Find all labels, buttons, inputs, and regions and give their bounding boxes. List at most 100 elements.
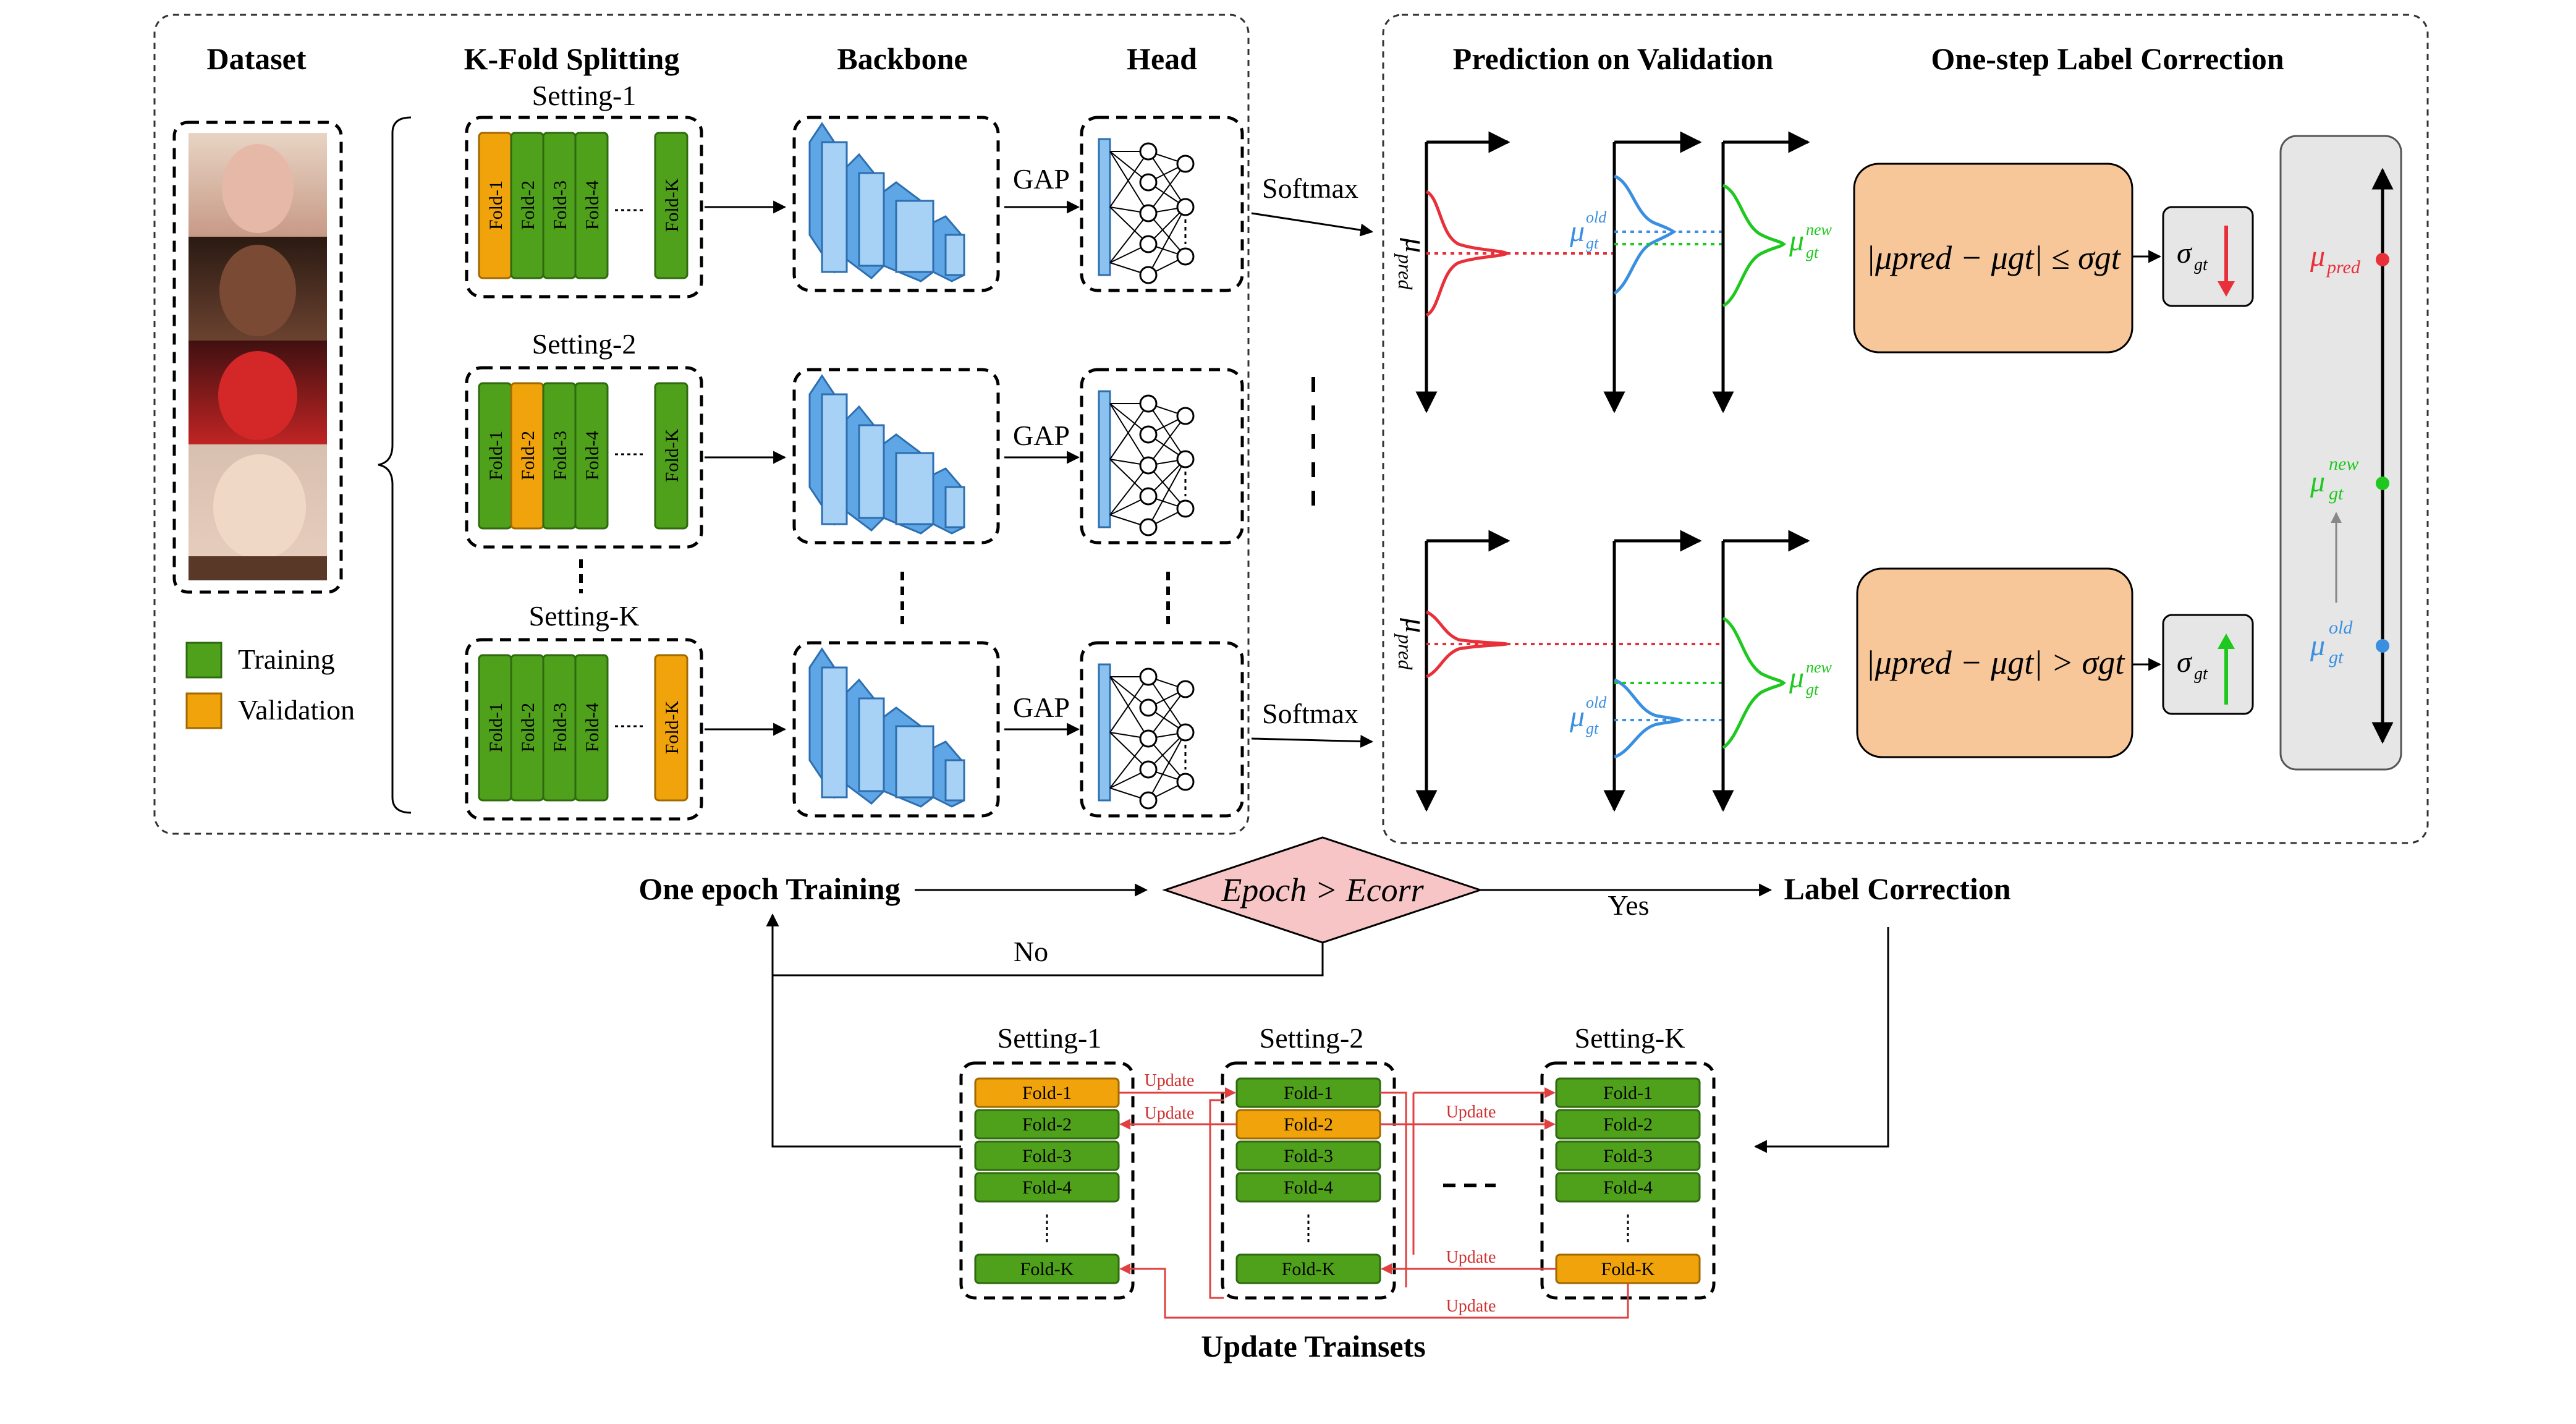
svg-text:μ: μ xyxy=(2310,240,2325,273)
setting-2-label: Setting-2 xyxy=(532,328,637,360)
gap-label-2: GAP xyxy=(1013,420,1070,451)
header-dataset: Dataset xyxy=(206,41,306,76)
setting-k-label: Setting-K xyxy=(529,600,640,632)
svg-text:gt: gt xyxy=(1586,234,1599,252)
svg-text:Fold-3: Fold-3 xyxy=(1603,1146,1653,1166)
svg-text:Fold-3: Fold-3 xyxy=(1022,1146,1072,1166)
head-box-2 xyxy=(1080,368,1244,545)
svg-text:Fold-K: Fold-K xyxy=(662,178,682,232)
dataset-images-box xyxy=(172,121,343,594)
svg-text:gt: gt xyxy=(2194,664,2208,684)
svg-text:Fold-3: Fold-3 xyxy=(550,180,570,230)
svg-text:Fold-4: Fold-4 xyxy=(1284,1177,1333,1198)
decision-text: Epoch > Ecorr xyxy=(1221,871,1424,909)
axis-label-mu-gt-old: μ old gt xyxy=(2310,617,2353,668)
mu-gt-old-label-top: μ old gt xyxy=(1569,208,1607,252)
condition-box-gt xyxy=(1856,567,2133,758)
label-axis-panel xyxy=(2279,135,2402,771)
svg-text:gt: gt xyxy=(1806,680,1819,698)
training-panel xyxy=(153,14,1250,835)
svg-text:Fold-2: Fold-2 xyxy=(1022,1114,1072,1135)
condition-box-le xyxy=(1853,163,2133,354)
update-trainsets-label: Update Trainsets xyxy=(1201,1329,1425,1363)
backbone-box-k xyxy=(792,641,1000,818)
svg-text:σ: σ xyxy=(2177,237,2193,269)
svg-text:Fold-K: Fold-K xyxy=(662,700,682,754)
condition-le-text: |μpred − μgt| ≤ σgt xyxy=(1866,239,2122,276)
gap-label-1: GAP xyxy=(1013,163,1070,195)
svg-text:Fold-2: Fold-2 xyxy=(1603,1114,1653,1135)
axis-label-mu-pred: μ pred xyxy=(2310,240,2361,278)
legend-validation-swatch xyxy=(185,692,222,729)
svg-text:Fold-4: Fold-4 xyxy=(582,431,603,480)
header-kfold: K-Fold Splitting xyxy=(464,41,680,76)
svg-text:Fold-4: Fold-4 xyxy=(582,180,603,230)
svg-text:μ: μ xyxy=(2310,465,2325,498)
svg-text:Fold-3: Fold-3 xyxy=(1284,1146,1333,1166)
svg-text:Fold-4: Fold-4 xyxy=(1022,1177,1072,1198)
header-correction: One-step Label Correction xyxy=(1931,41,2284,76)
svg-text:Fold-2: Fold-2 xyxy=(518,703,538,752)
svg-text:μ: μ xyxy=(1399,237,1432,253)
update-label-5: Update xyxy=(1446,1297,1496,1316)
mu-gt-old-label-bottom: μ old gt xyxy=(1569,693,1607,737)
svg-text:Fold-1: Fold-1 xyxy=(1603,1083,1653,1103)
svg-text:Fold-4: Fold-4 xyxy=(1603,1177,1653,1198)
svg-text:Fold-3: Fold-3 xyxy=(550,703,570,752)
mu-pred-point xyxy=(2376,253,2389,266)
header-prediction: Prediction on Validation xyxy=(1453,41,1774,76)
svg-text:pred: pred xyxy=(1394,633,1417,670)
svg-text:gt: gt xyxy=(1806,244,1819,261)
update-label-1: Update xyxy=(1145,1071,1195,1090)
mu-gt-new-label-top: μ new gt xyxy=(1789,221,1832,261)
condition-gt-text: |μpred − μgt| > σgt xyxy=(1866,644,2125,681)
svg-text:pred: pred xyxy=(2326,257,2361,278)
header-backbone: Backbone xyxy=(837,41,967,76)
legend-training-label: Training xyxy=(238,643,335,675)
legend-validation-label: Validation xyxy=(238,694,355,726)
svg-text:Fold-K: Fold-K xyxy=(662,428,682,482)
head-box-k xyxy=(1080,641,1244,818)
setting-1-folds: Fold-1 Fold-2 Fold-3 Fold-4 Fold-K xyxy=(478,132,688,279)
gap-label-k: GAP xyxy=(1013,692,1070,723)
bottom-setting-1-folds: Fold-1 Fold-2 Fold-3 Fold-4 Fold-K xyxy=(974,1077,1120,1284)
svg-text:μ: μ xyxy=(1569,700,1585,733)
svg-text:μ: μ xyxy=(2310,629,2325,662)
svg-text:gt: gt xyxy=(2329,483,2344,504)
mu-pred-label-top: μ pred xyxy=(1394,237,1432,290)
svg-text:σ: σ xyxy=(2177,646,2193,679)
prediction-bottom xyxy=(1415,530,1810,812)
update-arrows xyxy=(1119,1087,1629,1319)
softmax-label-1: Softmax xyxy=(1262,172,1358,204)
svg-text:new: new xyxy=(1806,658,1832,676)
mu-gt-old-point xyxy=(2376,639,2389,653)
head-box-1 xyxy=(1080,116,1244,292)
svg-text:Fold-K: Fold-K xyxy=(1020,1259,1074,1279)
correction-panel xyxy=(1382,14,2429,844)
svg-text:μ: μ xyxy=(1569,215,1585,248)
update-label-2: Update xyxy=(1145,1104,1195,1123)
svg-text:Fold-2: Fold-2 xyxy=(518,431,538,480)
svg-text:Fold-3: Fold-3 xyxy=(550,431,570,480)
legend-training-swatch xyxy=(185,642,222,679)
svg-text:μ: μ xyxy=(1789,661,1804,694)
bottom-setting-k-label: Setting-K xyxy=(1575,1022,1685,1054)
svg-text:gt: gt xyxy=(1586,719,1599,737)
svg-text:gt: gt xyxy=(2194,255,2208,274)
svg-text:Fold-2: Fold-2 xyxy=(1284,1114,1333,1135)
svg-text:μ: μ xyxy=(1399,617,1432,633)
update-label-4: Update xyxy=(1446,1248,1496,1267)
flow-no-label: No xyxy=(1014,936,1048,967)
mu-gt-new-point xyxy=(2376,477,2389,490)
sigma-increase-box xyxy=(2162,614,2254,715)
setting-1-label: Setting-1 xyxy=(532,80,637,111)
bottom-setting-2-label: Setting-2 xyxy=(1260,1022,1364,1054)
flow-label-correction: Label Correction xyxy=(1784,871,2010,906)
svg-text:gt: gt xyxy=(2329,647,2344,668)
svg-text:Fold-4: Fold-4 xyxy=(582,703,603,752)
svg-text:new: new xyxy=(1806,221,1832,239)
svg-text:Fold-1: Fold-1 xyxy=(486,180,506,230)
svg-text:Fold-K: Fold-K xyxy=(1282,1259,1336,1279)
setting-k-folds: Fold-1 Fold-2 Fold-3 Fold-4 Fold-K xyxy=(478,654,688,802)
